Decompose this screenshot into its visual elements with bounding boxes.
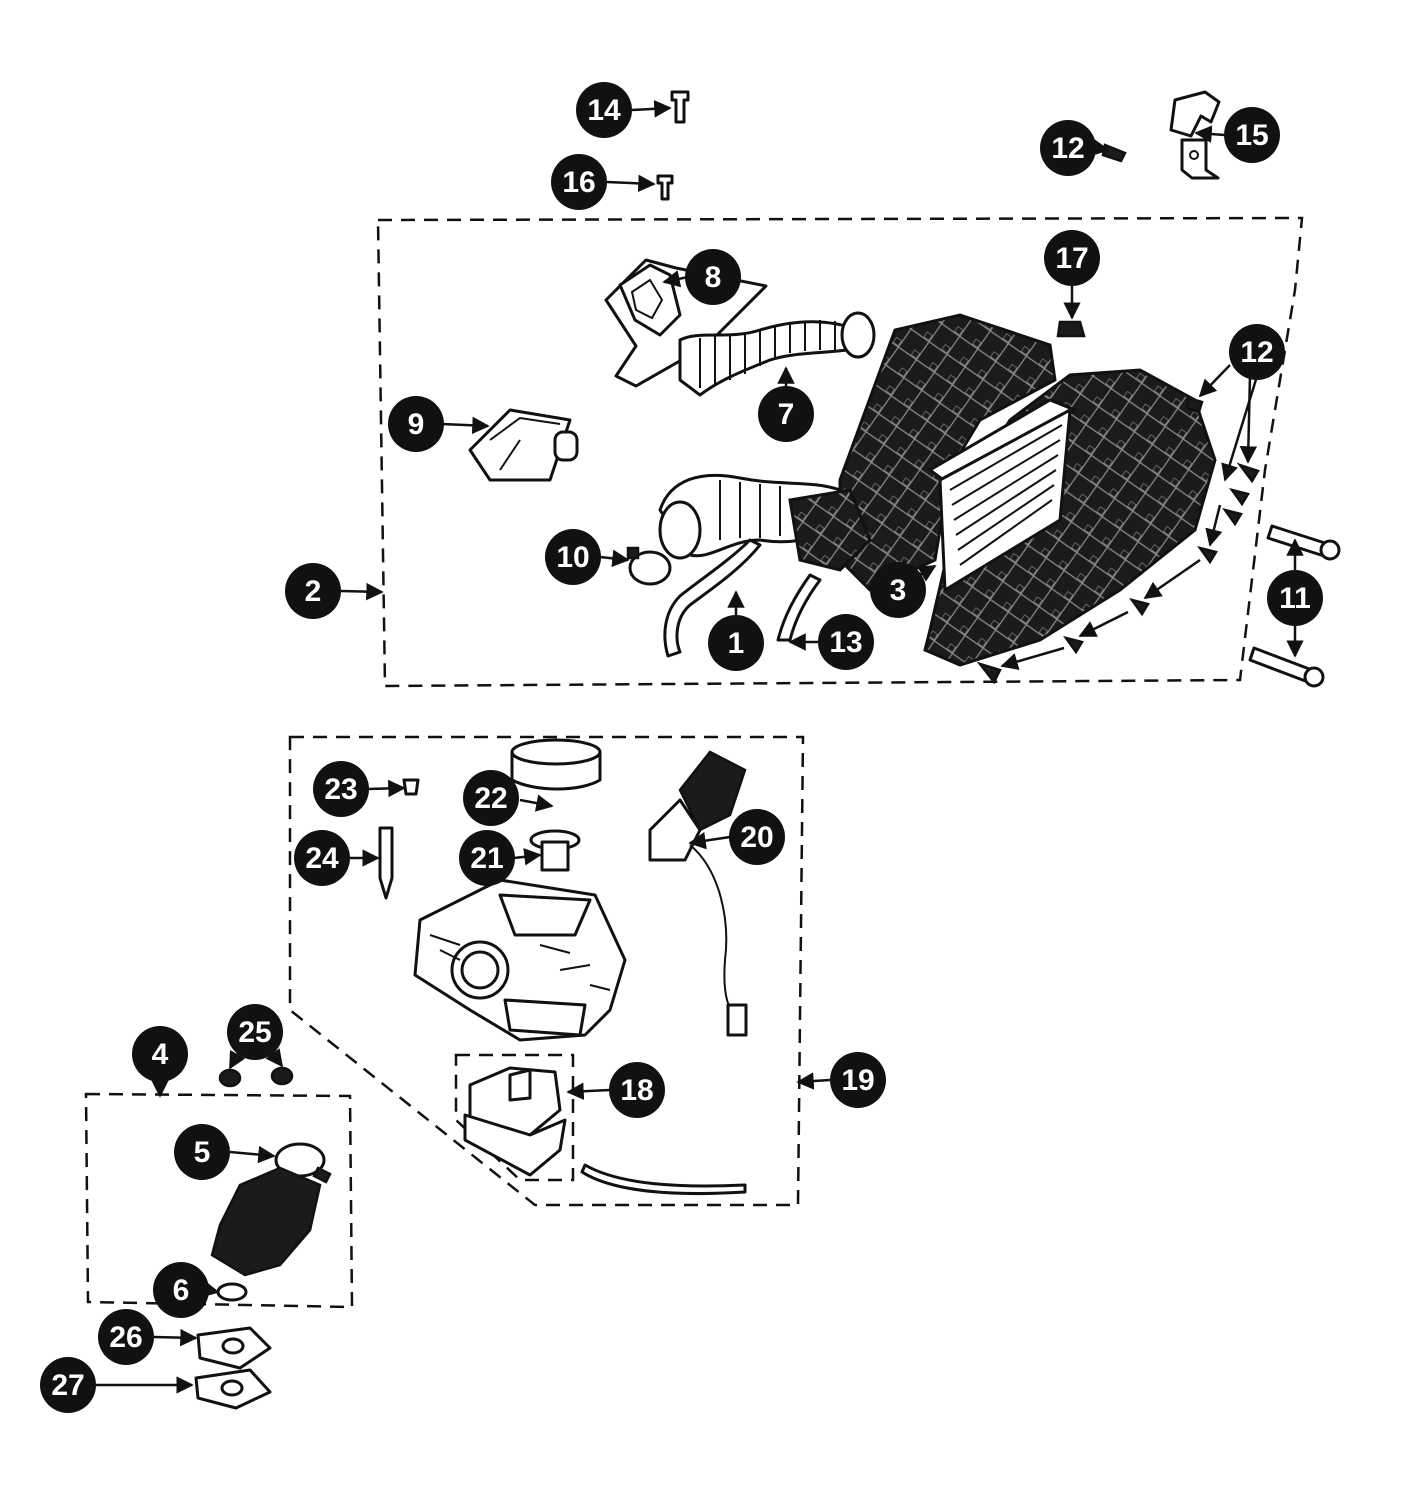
callout-2-label: 2 xyxy=(305,575,322,608)
callout-23: 23 xyxy=(313,761,369,817)
callout-24: 24 xyxy=(294,830,350,886)
callout-27-label: 27 xyxy=(51,1369,84,1402)
callout-8: 8 xyxy=(685,249,741,305)
callout-4-label: 4 xyxy=(152,1038,169,1071)
callout-21: 21 xyxy=(459,830,515,886)
group-border-carburetor xyxy=(288,735,805,1207)
callout-19: 19 xyxy=(830,1052,886,1108)
callout-15-label: 15 xyxy=(1235,119,1268,152)
callout-12-right: 12 xyxy=(1229,324,1285,380)
callout-17-label: 17 xyxy=(1055,242,1088,275)
callout-5-label: 5 xyxy=(194,1136,211,1169)
callout-3-label: 3 xyxy=(890,574,907,607)
screws-part-12 xyxy=(976,396,1260,685)
group-border-intake-manifold xyxy=(84,1092,354,1309)
callout-1: 1 xyxy=(708,615,764,671)
callout-18-label: 18 xyxy=(620,1074,653,1107)
callout-7-label: 7 xyxy=(778,398,795,431)
o-ring-part-6 xyxy=(216,1282,248,1302)
callout-14-label: 14 xyxy=(587,94,621,127)
callout-13-label: 13 xyxy=(829,626,862,659)
callout-26-label: 26 xyxy=(109,1321,142,1354)
callout-25: 25 xyxy=(227,1004,283,1060)
diaphragm-part-21 xyxy=(529,829,581,872)
corrugated-hose-part-7 xyxy=(678,311,876,397)
caps-part-25 xyxy=(218,1066,294,1088)
callout-21-label: 21 xyxy=(470,842,503,875)
air-filter-housing xyxy=(838,313,1217,667)
callout-11: 11 xyxy=(1267,570,1323,626)
gasket-part-26 xyxy=(196,1326,272,1370)
callout-9: 9 xyxy=(388,396,444,452)
callout-11-label: 11 xyxy=(1279,582,1311,615)
callout-12-right-label: 12 xyxy=(1240,336,1273,369)
callout-3: 3 xyxy=(870,562,926,618)
group-border-air-filter xyxy=(376,216,1304,688)
callout-24-label: 24 xyxy=(305,842,339,875)
tube-part-1 xyxy=(663,538,762,658)
callout-23-label: 23 xyxy=(324,773,357,806)
callout-12-top: 12 xyxy=(1040,120,1096,176)
callout-14: 14 xyxy=(576,82,632,138)
callout-13: 13 xyxy=(818,614,874,670)
callout-22: 22 xyxy=(463,770,519,826)
callout-6: 6 xyxy=(153,1262,209,1318)
clip-part-17 xyxy=(1056,320,1086,338)
screw-part-12-top xyxy=(1101,143,1127,163)
leader-lines xyxy=(96,100,1304,1394)
callout-22-label: 22 xyxy=(474,782,507,815)
callout-6-label: 6 xyxy=(173,1274,190,1307)
callout-20: 20 xyxy=(729,809,785,865)
screw-part-23 xyxy=(402,778,420,796)
callout-5: 5 xyxy=(174,1124,230,1180)
callout-12-top-label: 12 xyxy=(1051,132,1084,165)
callout-4: 4 xyxy=(132,1026,188,1082)
callout-10: 10 xyxy=(545,529,601,585)
clamp-part-10 xyxy=(626,546,672,586)
cap-part-22 xyxy=(510,738,602,791)
callout-16-label: 16 xyxy=(562,166,595,199)
gasket-part-27 xyxy=(194,1368,272,1410)
choke-part-20 xyxy=(648,750,748,1037)
group-border-float-bowl xyxy=(454,1053,575,1182)
needle-part-24 xyxy=(378,826,394,900)
callout-26: 26 xyxy=(98,1309,154,1365)
callout-20-label: 20 xyxy=(740,821,773,854)
intake-hose-assembly xyxy=(658,473,872,572)
carburetor-body xyxy=(413,878,627,1042)
callout-16: 16 xyxy=(551,154,607,210)
callout-2: 2 xyxy=(285,563,341,619)
callout-10-label: 10 xyxy=(556,541,589,574)
tube-part-13 xyxy=(776,573,822,642)
intake-manifold-part-4 xyxy=(210,1166,322,1277)
callout-18: 18 xyxy=(609,1062,665,1118)
callout-17: 17 xyxy=(1044,230,1100,286)
callout-15: 15 xyxy=(1224,107,1280,163)
screw-part-14 xyxy=(670,90,690,124)
float-bowl-part-18 xyxy=(463,1066,567,1177)
callout-25-label: 25 xyxy=(238,1016,271,1049)
drain-tube-part-19 xyxy=(580,1163,747,1195)
callouts: 14 16 12 15 8 17 12 7 9 10 2 3 11 1 13 2… xyxy=(40,82,1323,1413)
screw-part-16 xyxy=(656,174,674,201)
callout-7: 7 xyxy=(758,386,814,442)
bracket-part-15 xyxy=(1169,90,1221,180)
callout-27: 27 xyxy=(40,1357,96,1413)
callout-1-label: 1 xyxy=(728,627,745,660)
callout-8-label: 8 xyxy=(705,261,722,294)
callout-9-label: 9 xyxy=(408,408,425,441)
callout-19-label: 19 xyxy=(841,1064,874,1097)
sensor-box-part-9 xyxy=(468,408,579,482)
